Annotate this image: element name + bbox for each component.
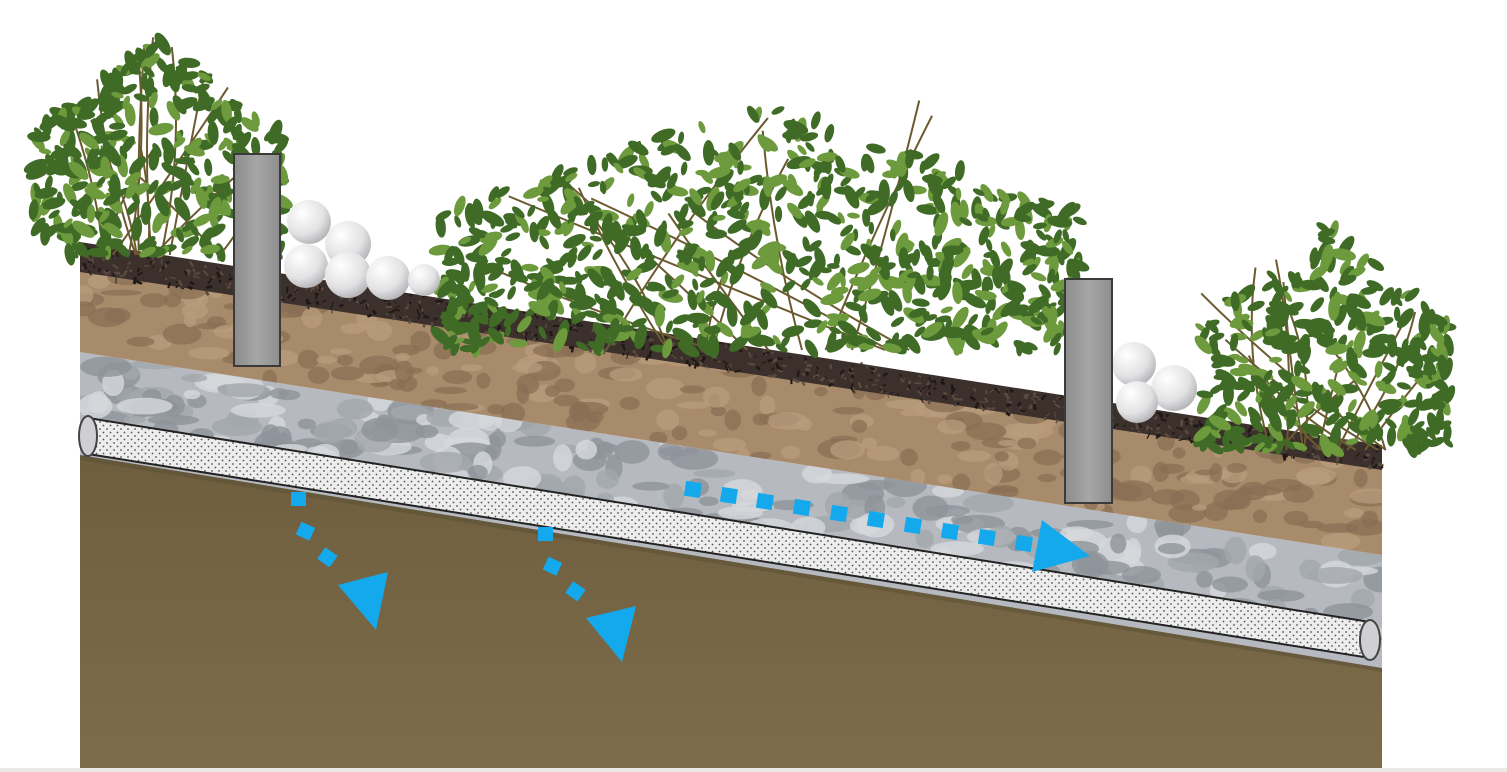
shrub-left [23, 32, 293, 266]
page-bottom-rule [0, 768, 1507, 772]
check-dam-right [1064, 278, 1113, 504]
shrub-middle [428, 100, 1090, 359]
infiltration-arrow-2 [538, 527, 636, 662]
underdrain-pipe [78, 415, 1381, 661]
infiltration-arrow-1 [291, 492, 388, 630]
lateral-flow-arrow [683, 480, 1090, 572]
plants [23, 32, 1457, 459]
check-dam-left [233, 153, 281, 367]
shrub-right [1193, 220, 1457, 459]
pipe-end-right [1359, 619, 1381, 661]
pipe-end-left [78, 415, 98, 457]
rocks-left [284, 200, 440, 300]
rocks-right [1112, 342, 1197, 423]
